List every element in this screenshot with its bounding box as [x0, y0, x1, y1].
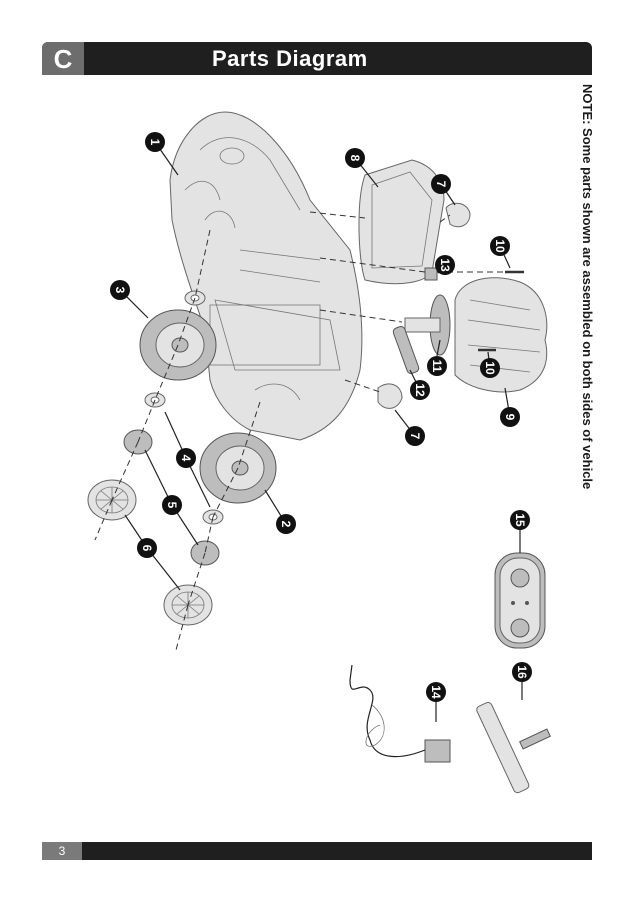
- section-header: C Parts Diagram: [42, 42, 592, 75]
- svg-text:7: 7: [408, 433, 422, 440]
- callout-15: 15: [510, 510, 530, 530]
- section-letter: C: [53, 44, 73, 74]
- steering-wheel-illustration: [404, 294, 451, 356]
- callout-16: 16: [512, 662, 532, 682]
- svg-text:4: 4: [179, 455, 193, 462]
- svg-text:5: 5: [165, 502, 179, 509]
- callout-4: 4: [176, 448, 196, 468]
- svg-text:7: 7: [434, 181, 448, 188]
- svg-text:16: 16: [515, 665, 529, 679]
- wrench-tool-illustration: [476, 701, 551, 794]
- svg-text:15: 15: [513, 513, 527, 527]
- svg-text:13: 13: [438, 258, 452, 272]
- callout-12: 12: [410, 380, 430, 400]
- callout-3: 3: [110, 280, 130, 300]
- section-letter-box: C: [42, 42, 84, 75]
- callout-7-top: 7: [431, 174, 451, 194]
- callout-1: 1: [145, 132, 165, 152]
- svg-text:11: 11: [430, 360, 444, 373]
- svg-text:10: 10: [483, 361, 497, 375]
- callout-7-bottom: 7: [405, 426, 425, 446]
- car-body-illustration: [169, 111, 363, 441]
- svg-text:12: 12: [413, 383, 427, 397]
- svg-text:2: 2: [279, 521, 293, 528]
- charger-illustration: [349, 664, 451, 763]
- page-title: Parts Diagram: [212, 46, 368, 71]
- callout-9: 9: [500, 407, 520, 427]
- callout-6: 6: [137, 538, 157, 558]
- svg-text:14: 14: [429, 685, 443, 699]
- callout-10-top: 10: [490, 236, 510, 256]
- svg-text:1: 1: [148, 139, 162, 146]
- page-footer: 3: [42, 842, 592, 860]
- svg-text:3: 3: [113, 287, 127, 294]
- callout-14: 14: [426, 682, 446, 702]
- nut-illustration: [424, 267, 438, 281]
- mirror-left-illustration: [377, 383, 403, 409]
- callout-11: 11: [427, 356, 447, 376]
- svg-text:8: 8: [348, 155, 362, 162]
- steering-column-illustration: [392, 326, 420, 374]
- callout-2: 2: [276, 514, 296, 534]
- callout-8: 8: [345, 148, 365, 168]
- svg-text:9: 9: [503, 414, 517, 421]
- windshield-illustration: [358, 159, 445, 285]
- callout-10-seat: 10: [480, 358, 500, 378]
- callout-13: 13: [435, 255, 455, 275]
- svg-text:6: 6: [140, 545, 154, 552]
- page-number-box: 3: [42, 842, 82, 860]
- svg-text:10: 10: [493, 239, 507, 253]
- remote-control-illustration: [494, 552, 546, 649]
- seat-illustration: [454, 277, 548, 393]
- callout-5: 5: [162, 495, 182, 515]
- page-number: 3: [58, 844, 66, 858]
